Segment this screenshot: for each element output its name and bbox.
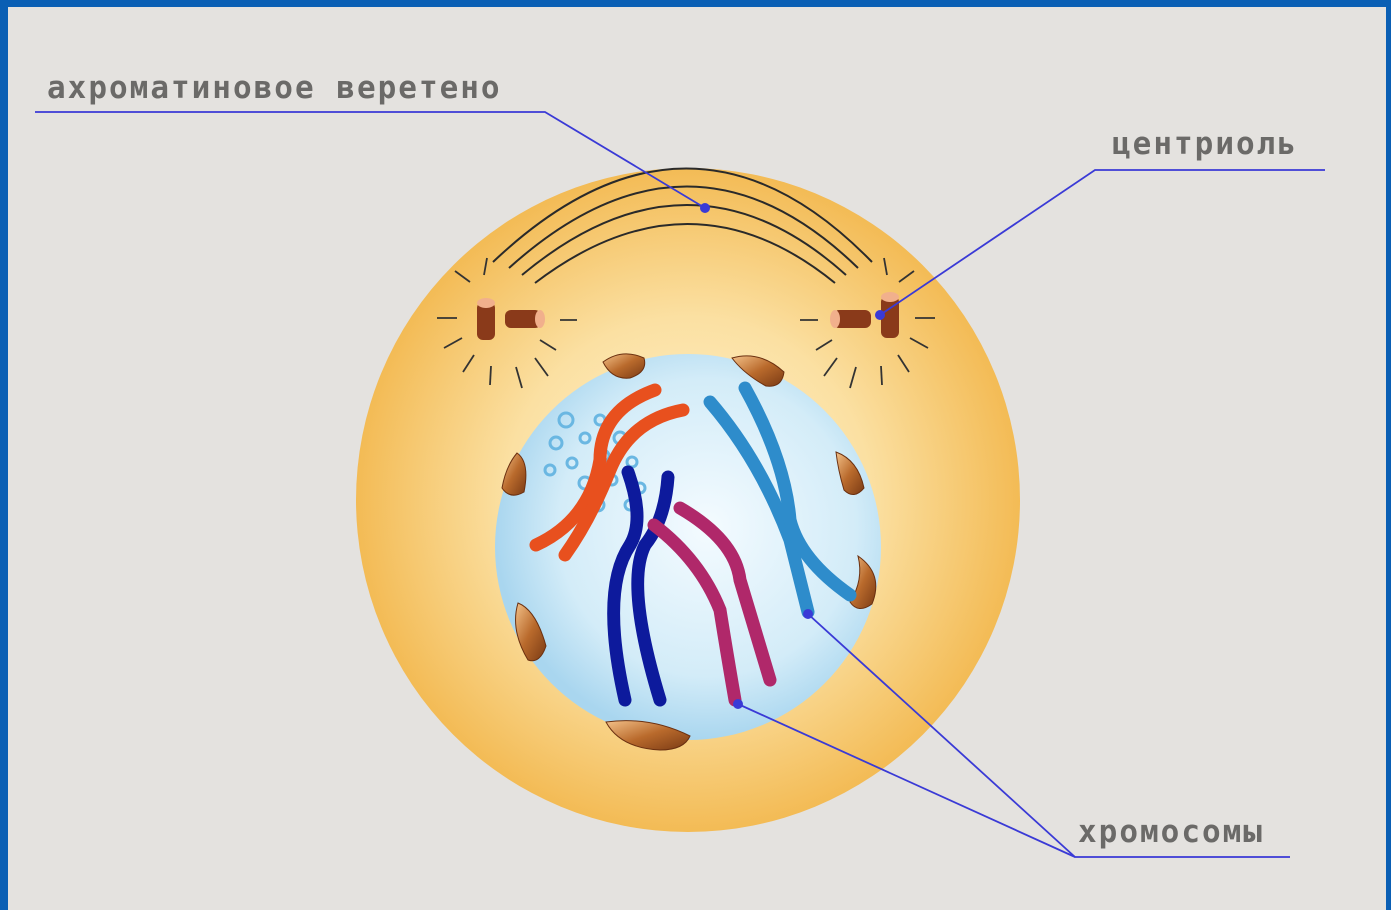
label-chromosomes: хромосомы: [1078, 814, 1264, 850]
label-spindle: ахроматиновое веретено: [47, 70, 502, 106]
label-centriole: центриоль: [1112, 126, 1298, 162]
